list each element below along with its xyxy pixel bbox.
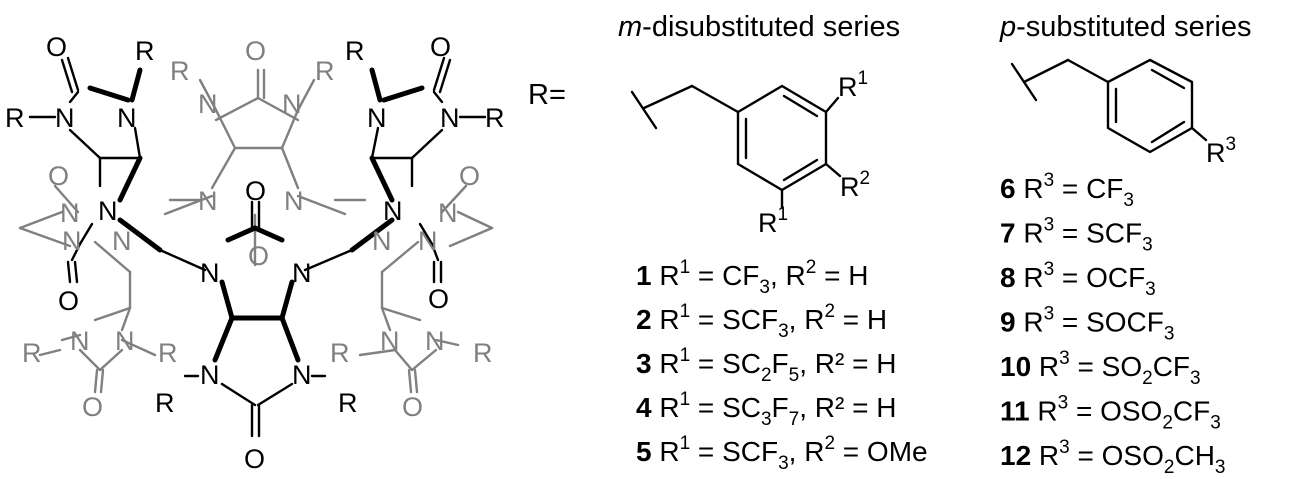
compound-number: 9 [1000, 307, 1016, 338]
macrocycle-structure: O R R N N N O R O N N R N O O N N N N R … [5, 32, 505, 474]
atom-r: R [338, 388, 358, 418]
atom-n-back: N [438, 198, 458, 228]
atom-n-back: N [198, 89, 218, 119]
atom-n-back: N [62, 226, 82, 256]
atom-n-back: N [380, 326, 400, 356]
atom-n: N [98, 196, 118, 226]
atom-n-back: N [425, 326, 445, 356]
r3-label: R3 [1206, 134, 1236, 168]
r2-label: R2 [840, 168, 870, 202]
atom-o: O [58, 286, 79, 316]
compound-line: 11 R3​ = OSO2​CF3​ [1000, 393, 1221, 434]
compound-number: 12 [1000, 440, 1031, 471]
atom-r-back: R [170, 56, 190, 86]
p-benzyl-structure: R3 [1010, 58, 1236, 168]
compound-number: 8 [1000, 262, 1016, 293]
compound-line: 4 R1​ = SC3​F7​, R² = H [636, 389, 896, 430]
atom-n-back: N [198, 186, 218, 216]
r1-label: R1 [838, 68, 868, 102]
compound-line: 12 R3​ = OSO2​CH3​ [1000, 437, 1226, 478]
m-series-heading: m-disubstituted series [618, 11, 900, 43]
atom-o-back: O [248, 241, 269, 271]
compound-number: 6 [1000, 173, 1016, 204]
p-benzene-ring [1106, 58, 1194, 154]
atom-n: N [55, 103, 75, 133]
atom-labels: O R R N N N O R O N N R N O O N N N N R … [5, 32, 505, 474]
atom-o-back: O [245, 36, 266, 66]
atom-n-back: N [115, 326, 135, 356]
atom-o-back: O [402, 392, 423, 422]
atom-n-back: N [112, 226, 132, 256]
compound-number: 7 [1000, 218, 1016, 249]
atom-r-back: R [330, 338, 350, 368]
atom-o: O [244, 444, 265, 474]
atom-r: R [5, 103, 25, 133]
compound-line: 6 R3​ = CF3​ [1000, 170, 1134, 211]
atom-n-back: N [60, 198, 80, 228]
wavy-bond [630, 90, 658, 130]
r1-label: R1 [758, 204, 788, 238]
r-equals-label: R= [528, 79, 566, 111]
atom-n: N [200, 360, 220, 390]
atom-n: N [117, 103, 137, 133]
m-series-italic: m [618, 11, 642, 43]
m-compound-list: 1 R1​ = CF3​, R2​ = H2 R1​ = SCF3​, R2​ … [636, 257, 928, 474]
compound-line: 8 R3​ = OCF3​ [1000, 259, 1156, 300]
atom-n-back: N [284, 186, 304, 216]
atom-n: N [440, 103, 460, 133]
m-benzyl-structure: R1 R2 R1 [630, 68, 870, 238]
p-series-italic: p [999, 11, 1016, 43]
p-series-text: -substituted series [1016, 11, 1251, 43]
atom-r: R [155, 388, 175, 418]
compound-number: 10 [1000, 351, 1031, 382]
atom-r: R [135, 36, 155, 66]
atom-n-back: N [70, 326, 90, 356]
atom-n-back: N [418, 226, 438, 256]
front-glycoluril-bonds [28, 56, 487, 438]
compound-number: 2 [636, 304, 652, 335]
atom-o: O [430, 32, 451, 62]
atom-r-back: R [473, 338, 493, 368]
compound-line: 7 R3​ = SCF3​ [1000, 215, 1153, 256]
compound-line: 9 R3​ = SOCF3​ [1000, 304, 1174, 345]
back-glycoluril-bonds [18, 68, 494, 394]
p-series-heading: p-substituted series [999, 11, 1251, 43]
compound-number: 11 [1000, 396, 1030, 427]
p-compound-list: 6 R3​ = CF3​7 R3​ = SCF3​8 R3​ = OCF3​9 … [1000, 170, 1226, 478]
compound-number: 5 [636, 436, 652, 467]
m-series-text: -disubstituted series [642, 11, 900, 43]
atom-r-back: R [22, 338, 42, 368]
atom-n: N [292, 360, 312, 390]
atom-o: O [245, 176, 266, 206]
atom-r: R [345, 36, 365, 66]
compound-line: 3 R1​ = SC2​F5​, R² = H [636, 345, 896, 386]
compound-line: 1 R1​ = CF3​, R2​ = H [636, 257, 868, 298]
atom-n: N [200, 258, 220, 288]
compound-number: 3 [636, 348, 652, 379]
atom-o-back: O [82, 392, 103, 422]
atom-r-back: R [158, 338, 178, 368]
compound-line: 5 R1​ = SCF3​, R2​ = OMe [636, 433, 928, 474]
atom-n: N [383, 196, 403, 226]
compound-number: 1 [636, 260, 652, 291]
atom-r: R [485, 103, 505, 133]
atom-n-back: N [282, 89, 302, 119]
atom-o: O [46, 32, 67, 62]
atom-o: O [428, 284, 449, 314]
atom-o-back: O [459, 161, 480, 191]
compound-line: 10 R3​ = SO2​CF3​ [1000, 348, 1201, 389]
compound-number: 4 [636, 392, 652, 423]
m-benzene-ring [736, 84, 828, 192]
atom-n: N [367, 103, 387, 133]
atom-r-back: R [315, 56, 335, 86]
atom-n: N [292, 258, 312, 288]
atom-n-back: N [372, 226, 392, 256]
atom-o-back: O [48, 161, 69, 191]
compound-line: 2 R1​ = SCF3​, R2​ = H [636, 301, 887, 342]
